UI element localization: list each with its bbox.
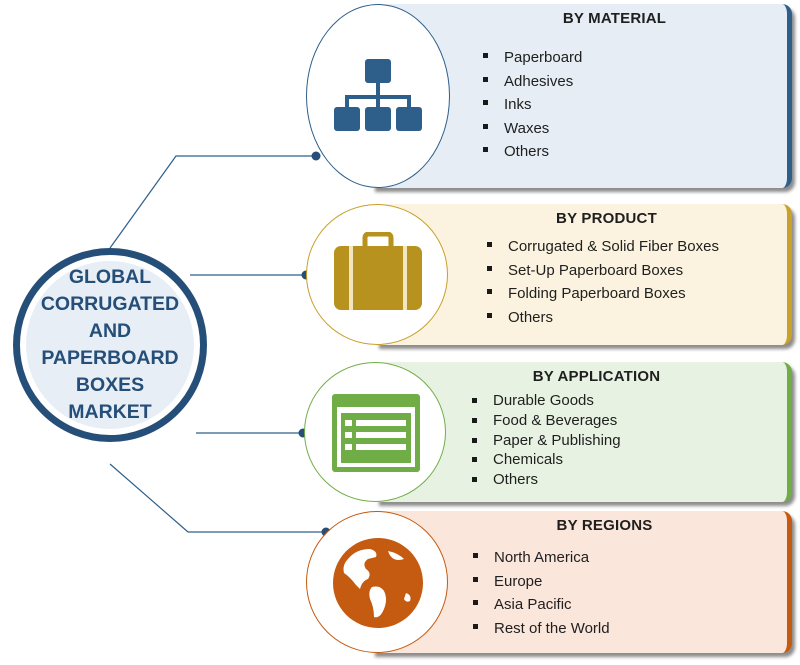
sitemap-hierarchy-icon: [334, 59, 422, 131]
list-item: North America: [472, 546, 610, 570]
globe-icon: [333, 538, 423, 628]
icon-circle-product: [306, 204, 448, 345]
list-item: Europe: [472, 570, 610, 594]
list-item: Others: [471, 470, 621, 490]
list-item: Food & Beverages: [471, 411, 621, 431]
segment-title: BY APPLICATION: [532, 368, 661, 385]
segment-item-list: Corrugated & Solid Fiber Boxes Set-Up Pa…: [486, 235, 719, 329]
icon-circle-application: [304, 362, 446, 502]
icon-circle-material: [306, 4, 450, 188]
list-item: Adhesives: [482, 70, 582, 94]
segment-item-list: Paperboard Adhesives Inks Waxes Others: [482, 46, 582, 164]
segment-item-list: Durable Goods Food & Beverages Paper & P…: [471, 391, 621, 490]
list-panel-icon: [332, 394, 420, 472]
list-item: Paper & Publishing: [471, 431, 621, 451]
segment-title: BY MATERIAL: [562, 10, 667, 27]
list-item: Inks: [482, 93, 582, 117]
central-market-hub: GLOBAL CORRUGATED AND PAPERBOARD BOXES M…: [13, 248, 207, 442]
connector-regions: [109, 463, 326, 533]
connector-material: [109, 155, 316, 249]
list-item: Chemicals: [471, 450, 621, 470]
list-item: Others: [486, 306, 719, 330]
list-item: Durable Goods: [471, 391, 621, 411]
list-item: Waxes: [482, 117, 582, 141]
icon-circle-regions: [306, 511, 448, 653]
list-item: Corrugated & Solid Fiber Boxes: [486, 235, 719, 259]
list-item: Asia Pacific: [472, 593, 610, 617]
list-item: Others: [482, 140, 582, 164]
hub-title: GLOBAL CORRUGATED AND PAPERBOARD BOXES M…: [40, 266, 180, 423]
segment-item-list: North America Europe Asia Pacific Rest o…: [472, 546, 610, 640]
connector-dot-material: [311, 151, 321, 161]
hub-inner: GLOBAL CORRUGATED AND PAPERBOARD BOXES M…: [26, 261, 194, 429]
briefcase-icon: [334, 232, 422, 310]
segment-title: BY REGIONS: [556, 517, 653, 534]
list-item: Set-Up Paperboard Boxes: [486, 259, 719, 283]
list-item: Folding Paperboard Boxes: [486, 282, 719, 306]
list-item: Paperboard: [482, 46, 582, 70]
list-item: Rest of the World: [472, 617, 610, 641]
segment-title: BY PRODUCT: [556, 210, 657, 227]
